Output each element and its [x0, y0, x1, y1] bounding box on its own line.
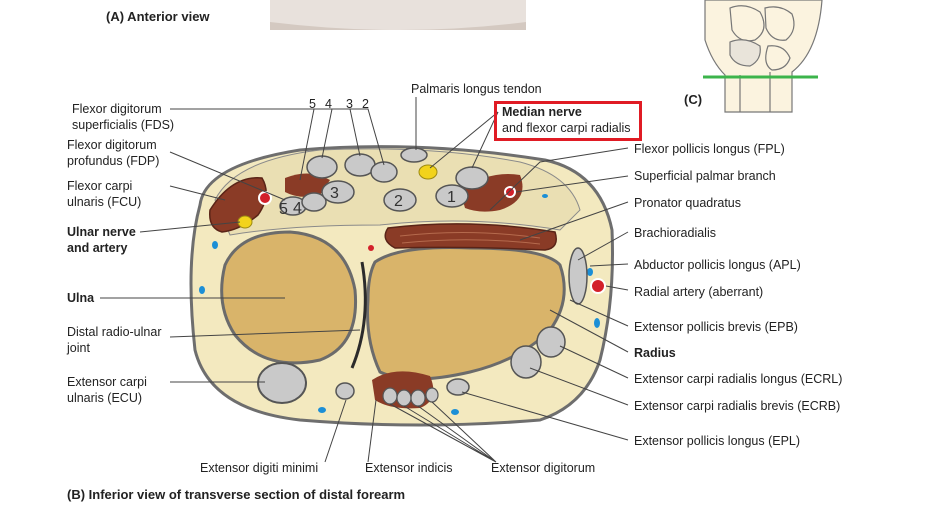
label-fcu: Flexor carpi ulnaris (FCU) — [67, 179, 142, 209]
fcr-tendon — [455, 166, 489, 190]
label-apl: Abductor pollicis longus (APL) — [634, 258, 801, 272]
tendon-mark-5: 5 — [279, 201, 288, 218]
anterior-interosseous-artery — [368, 245, 374, 251]
superficial-palmar-branch — [504, 186, 516, 198]
anterior-view-image-edge — [270, 0, 526, 30]
distal-radio-ulnar-joint — [350, 261, 367, 369]
tendon-number-5: 5 — [309, 97, 316, 111]
label-extensor-digitorum: Extensor digitorum — [491, 461, 596, 475]
extensor-digitorum-tendon-c — [410, 389, 426, 407]
median-nerve-highlight-box — [494, 101, 642, 141]
label-extensor-indicis: Extensor indicis — [365, 461, 453, 475]
anterior-view-image-shadow — [270, 22, 526, 30]
panel-c-heading: (C) — [684, 92, 703, 107]
epl-tendon — [446, 378, 470, 396]
label-extensor-digiti-minimi: Extensor digiti minimi — [200, 461, 319, 475]
fdp-tendon-3 — [321, 180, 355, 204]
fds-muscle — [285, 173, 330, 197]
label-epl: Extensor pollicis longus (EPL) — [634, 434, 801, 448]
pronator-quadratus-muscle — [384, 223, 557, 251]
extensor-digitorum-tendon-b — [396, 389, 412, 407]
median-nerve — [418, 164, 438, 180]
label-ecrb: Extensor carpi radialis brevis (ECRB) — [634, 399, 841, 413]
label-fpl: Flexor pollicis longus (FPL) — [634, 142, 785, 156]
fdp-tendon-4 — [301, 192, 327, 212]
leader-lines — [100, 97, 629, 463]
tendon-mark-4: 4 — [293, 200, 302, 217]
fpl-tendon-1 — [435, 184, 469, 208]
fcu-muscle — [209, 177, 267, 233]
ulna-bone — [220, 230, 358, 365]
pronator-quadratus-fibers — [399, 231, 541, 245]
label-fds: Flexor digitorum superficialis (FDS) — [72, 102, 175, 132]
tendon-number-3: 3 — [346, 97, 353, 111]
label-pronator-quadratus: Pronator quadratus — [634, 196, 742, 210]
label-ecrl: Extensor carpi radialis longus (ECRL) — [634, 372, 843, 386]
label-ulna: Ulna — [67, 291, 95, 305]
radial-artery-aberrant — [590, 278, 606, 294]
ecu-tendon — [257, 362, 307, 404]
ulnar-nerve — [237, 215, 253, 229]
extensor-digiti-minimi-tendon — [335, 382, 355, 400]
label-brachioradialis: Brachioradialis — [634, 226, 716, 240]
tendon-mark-2: 2 — [394, 193, 403, 210]
tendon-mark-1: 1 — [447, 189, 456, 206]
ecrl-tendon — [536, 326, 566, 358]
label-epb: Extensor pollicis brevis (EPB) — [634, 320, 798, 334]
palmaris-longus-tendon — [400, 147, 428, 163]
anterior-view-heading: (A) Anterior view — [106, 9, 210, 24]
label-radial-artery: Radial artery (aberrant) — [634, 285, 764, 299]
label-superficial-palmar-branch: Superficial palmar branch — [634, 169, 776, 183]
label-ulnar-nerve-artery: Ulnar nerve and artery — [67, 225, 136, 255]
fds-tendon-4 — [306, 155, 338, 179]
extensor-digitorum-tendon-d — [425, 387, 439, 403]
inferior-view-heading: (B) Inferior view of transverse section … — [67, 487, 406, 502]
label-distal-radio-ulnar-joint: Distal radio-ulnar joint — [67, 325, 162, 355]
label-radius: Radius — [634, 346, 676, 360]
fds-tendon-2 — [370, 161, 398, 183]
veins-group — [199, 194, 600, 415]
label-median-nerve: Median nerve and flexor carpi radialis — [502, 105, 631, 135]
tendon-number-2: 2 — [362, 97, 369, 111]
fdp-tendon-2 — [383, 188, 417, 212]
label-palmaris-longus: Palmaris longus tendon — [411, 82, 542, 96]
tendon-mark-3: 3 — [330, 185, 339, 202]
extensor-digitorum-tendon-a — [382, 387, 398, 405]
tendon-number-4: 4 — [325, 97, 332, 111]
label-ecu: Extensor carpi ulnaris (ECU) — [67, 375, 147, 405]
panel-c-wrist-sketch — [704, 0, 823, 113]
label-fdp: Flexor digitorum profundus (FDP) — [67, 138, 160, 168]
ecrb-tendon — [510, 345, 542, 379]
